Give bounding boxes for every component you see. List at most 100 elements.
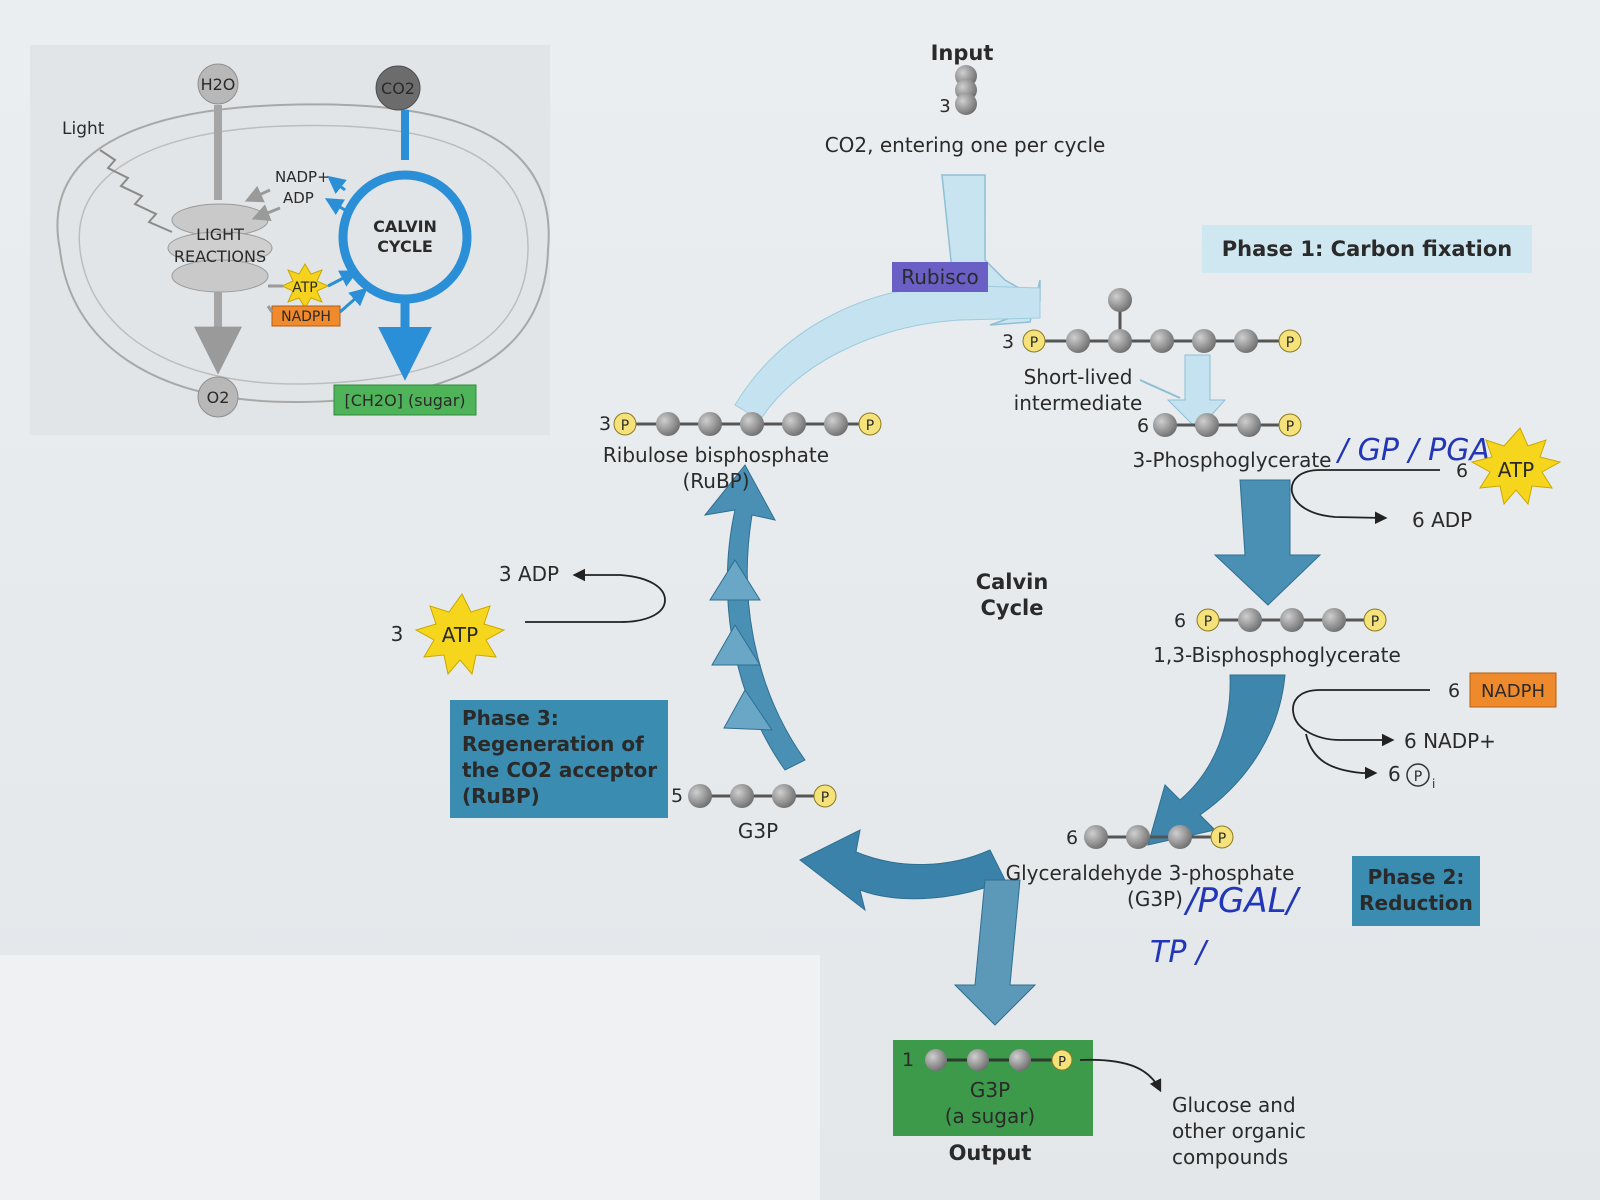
sugar-label: [CH2O] (sugar)	[344, 391, 465, 410]
glucose-label-2: other organic	[1172, 1119, 1306, 1143]
output-p: P	[1058, 1055, 1066, 1070]
bpg-p-left: P	[1204, 614, 1212, 630]
intermediate-carbon-4	[1192, 329, 1216, 353]
phase1-label: Phase 1: Carbon fixation	[1222, 237, 1512, 261]
bpg-label: 1,3-Bisphosphoglycerate	[1153, 643, 1401, 667]
g3p-recycle-label: G3P	[738, 819, 778, 843]
center-label-1: Calvin	[976, 570, 1049, 594]
pga-to-bpg-arrow	[1213, 479, 1322, 606]
rubp-p-left: P	[621, 418, 629, 434]
regen-chevron-1	[709, 559, 761, 601]
input-group: Input 3 CO2, entering one per cycle	[825, 41, 1106, 157]
intermediate-carbon-2	[1108, 329, 1132, 353]
rubp-phosphate-right	[858, 412, 882, 436]
glucose-arrow	[1079, 1058, 1162, 1093]
h2o-circle	[197, 63, 239, 105]
phase3-label-3: the CO2 acceptor	[462, 758, 657, 782]
pi-release-curve	[1305, 733, 1378, 780]
intermediate-p-right: P	[1286, 335, 1294, 351]
bpg-phosphate-right	[1363, 608, 1387, 632]
cycle-arrows	[703, 174, 1322, 1026]
pga-label: 3-Phosphoglycerate	[1133, 448, 1332, 472]
sugar-box	[333, 384, 477, 416]
output-group: 1 P G3P (a sugar) Output Glucose and oth…	[893, 1040, 1306, 1169]
inset-atp-label: ATP	[292, 280, 317, 296]
g3p-main-carbon-1	[1084, 825, 1108, 849]
output-carbon-2	[967, 1049, 989, 1071]
g3p-main-p: P	[1218, 831, 1226, 847]
chloroplast-outline	[56, 103, 550, 404]
g3p-main-molecule: 6 P Glyceraldehyde 3-phosphate (G3P)	[1006, 825, 1295, 911]
intermediate-label-2: intermediate	[1014, 391, 1143, 415]
intermediate-count: 3	[1002, 331, 1014, 353]
output-label-2: (a sugar)	[945, 1104, 1036, 1128]
pga-phosphate	[1278, 413, 1302, 437]
pga-carbon-2	[1195, 413, 1219, 437]
g3p-main-count: 6	[1066, 827, 1078, 849]
intermediate-p-left: P	[1030, 335, 1038, 351]
atp-left-label: ATP	[442, 623, 478, 647]
rubisco-box	[892, 262, 988, 292]
g3p-main-label: Glyceraldehyde 3-phosphate	[1006, 861, 1295, 885]
g3p-main-carbon-2	[1126, 825, 1150, 849]
phase3-label-4: (RuBP)	[462, 784, 540, 808]
inset-adp-label: ADP	[283, 189, 314, 207]
rubp-molecule: 3 P P Ribulose bisphosphate (RuBP)	[599, 412, 882, 493]
phase1-box	[1202, 225, 1532, 273]
center-label-2: Cycle	[981, 596, 1044, 620]
rubp-phosphate-left	[613, 412, 637, 436]
phase3-label-1: Phase 3:	[462, 706, 559, 730]
output-title: Output	[949, 1141, 1032, 1165]
adp-return-arrow	[324, 198, 346, 216]
intermediate-link	[1139, 379, 1181, 399]
handwritten-pga: / GP / PGA	[1335, 433, 1490, 468]
nadph-to-calvin	[339, 287, 368, 314]
g3p-recycle-carbon-2	[730, 784, 754, 808]
pi-subscript: i	[1432, 777, 1435, 791]
co2-circle	[375, 65, 421, 111]
atp-right-label: ATP	[1498, 458, 1534, 482]
nadp-out-label: 6 NADP+	[1404, 729, 1496, 753]
input-caption: CO2, entering one per cycle	[825, 133, 1106, 157]
regeneration-arrow	[703, 464, 806, 771]
output-carbon-1	[925, 1049, 947, 1071]
atp-to-calvin	[327, 270, 359, 288]
regen-chevron-2	[711, 624, 761, 666]
g3p-recycle-p: P	[821, 790, 829, 806]
fixation-arc	[734, 284, 1041, 421]
output-count: 1	[902, 1049, 914, 1071]
g3p-main-abbr: (G3P)	[1127, 887, 1183, 911]
output-arrow	[953, 879, 1037, 1026]
intermediate-carbon-1	[1066, 329, 1090, 353]
atp-left-count: 3	[391, 622, 404, 646]
paper-overlay	[0, 955, 820, 1200]
co2-label: CO2	[381, 79, 415, 98]
pi-count: 6	[1388, 762, 1401, 786]
nadph-consumption-curve	[1292, 689, 1430, 747]
g3p-main-phosphate	[1210, 825, 1234, 849]
bpg-molecule: 6 P P 1,3-Bisphosphoglycerate	[1153, 608, 1401, 667]
nadph-input: 6 NADPH 6 NADP+ 6 P i	[1292, 672, 1557, 791]
glucose-label-3: compounds	[1172, 1145, 1288, 1169]
handwritten-tp: TP /	[1150, 935, 1209, 970]
rubp-count: 3	[599, 413, 611, 435]
atp-right-count: 6	[1456, 460, 1468, 482]
atp-left-star	[414, 593, 506, 676]
intermediate-phosphate-right	[1278, 329, 1302, 353]
rubisco-label: Rubisco	[901, 265, 979, 289]
bpg-carbon-1	[1238, 608, 1262, 632]
intermediate-carbon-top	[1108, 288, 1132, 312]
pga-carbon-1	[1153, 413, 1177, 437]
pga-carbon-3	[1237, 413, 1261, 437]
bpg-phosphate-left	[1196, 608, 1220, 632]
nadp-to-light-arrow	[244, 185, 271, 203]
nadph-from-light	[266, 305, 274, 313]
atp-input-right: 6 ATP 6 ADP	[1290, 427, 1562, 532]
intermediate-molecule: 3 P P Short-lived intermediate	[1002, 288, 1302, 415]
input-title: Input	[931, 41, 994, 65]
pga-p: P	[1286, 419, 1294, 435]
g3p-recycle-molecule: 5 P G3P	[671, 784, 837, 843]
adp-to-light-arrow	[251, 204, 281, 222]
regen-chevron-3	[723, 689, 773, 731]
